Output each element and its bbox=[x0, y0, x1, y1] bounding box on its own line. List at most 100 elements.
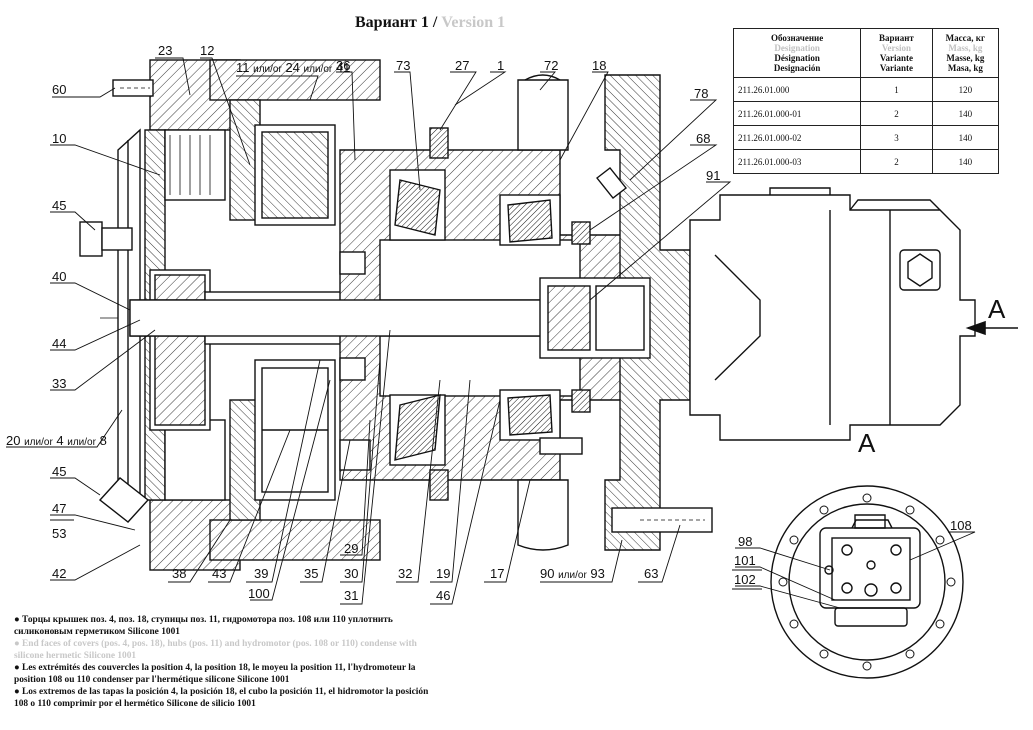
header-mass: Масса, кг Mass, kg Masse, kg Masa, kg bbox=[931, 28, 1000, 78]
note-fr: ● Les extrémités des couvercles la posit… bbox=[14, 663, 416, 685]
table-cell-mass: 140 bbox=[931, 101, 1000, 126]
header-mass-fr: Masse, kg bbox=[946, 53, 985, 63]
callout-or-3: или/or bbox=[24, 437, 53, 448]
callout-100: 100 bbox=[248, 586, 270, 601]
bolt-60 bbox=[112, 79, 154, 97]
callout-36: 36 bbox=[336, 58, 350, 73]
callout-98: 98 bbox=[738, 534, 752, 549]
callout-63: 63 bbox=[644, 566, 658, 581]
table-cell-mass: 140 bbox=[931, 125, 1000, 150]
table-cell-designation: 211.26.01.000 bbox=[732, 77, 862, 102]
callout-45-top: 45 bbox=[52, 198, 66, 213]
callout-or-4: или/or bbox=[67, 437, 96, 448]
callout-108: 108 bbox=[950, 518, 972, 533]
header-mass-en: Mass, kg bbox=[948, 43, 983, 53]
note-en: ● End faces of covers (pos. 4, pos. 18),… bbox=[14, 639, 417, 661]
table-cell-designation: 211.26.01.000-03 bbox=[732, 149, 862, 174]
table-row: 211.26.01.000-01 2 140 bbox=[732, 101, 1000, 126]
header-designation-es: Designación bbox=[773, 63, 821, 73]
callout-53: 53 bbox=[52, 526, 66, 541]
callout-90: 90 bbox=[540, 566, 554, 581]
callout-47: 47 bbox=[52, 501, 66, 516]
header-mass-ru: Масса, кг bbox=[945, 33, 986, 43]
variant-table: Обозначение Designation Désignation Desi… bbox=[732, 28, 1000, 174]
bolt-45-bottom bbox=[98, 477, 150, 523]
callout-10: 10 bbox=[52, 131, 66, 146]
callout-11: 11 bbox=[236, 60, 250, 75]
callout-or-5: или/or bbox=[558, 570, 587, 581]
table-cell-version: 1 bbox=[860, 77, 933, 102]
note-ru: ● Торцы крышек поз. 4, поз. 18, ступицы … bbox=[14, 615, 393, 637]
callout-41: 41 bbox=[336, 60, 350, 75]
table-row: 211.26.01.000 1 120 bbox=[732, 77, 1000, 102]
callout-4: 4 bbox=[56, 433, 63, 448]
callout-24: 24 bbox=[285, 60, 299, 75]
callout-or-2: или/or bbox=[304, 64, 333, 75]
header-version: Вариант Version Variante Variante bbox=[860, 28, 933, 78]
callout-18: 18 bbox=[592, 58, 606, 73]
callout-46: 46 bbox=[436, 588, 450, 603]
page-title: Вариант 1 / Version 1 bbox=[355, 14, 505, 32]
callout-27: 27 bbox=[455, 58, 469, 73]
callout-11-24-41: 11 или/or 24 или/or 41 bbox=[236, 60, 350, 75]
callout-45-bottom: 45 bbox=[52, 464, 66, 479]
header-version-en: Version bbox=[881, 43, 912, 53]
callout-91: 91 bbox=[706, 168, 720, 183]
header-designation-fr: Désignation bbox=[774, 53, 820, 63]
callout-78: 78 bbox=[694, 86, 708, 101]
view-a-arrow-label: A bbox=[988, 294, 1006, 324]
callout-39: 39 bbox=[254, 566, 268, 581]
callout-17: 17 bbox=[490, 566, 504, 581]
table-cell-version: 3 bbox=[860, 125, 933, 150]
stud-63 bbox=[611, 507, 713, 533]
callout-42: 42 bbox=[52, 566, 66, 581]
callout-43: 43 bbox=[212, 566, 226, 581]
page-title-main: Вариант 1 / bbox=[355, 14, 438, 31]
callout-33: 33 bbox=[52, 376, 66, 391]
header-version-ru: Вариант bbox=[879, 33, 914, 43]
callout-20: 20 bbox=[6, 433, 20, 448]
header-version-es: Variante bbox=[879, 63, 914, 73]
table-cell-mass: 120 bbox=[931, 77, 1000, 102]
header-designation: Обозначение Designation Désignation Desi… bbox=[732, 28, 862, 78]
header-mass-es: Masa, kg bbox=[947, 63, 983, 73]
table-cell-designation: 211.26.01.000-02 bbox=[732, 125, 862, 150]
callout-68: 68 bbox=[696, 131, 710, 146]
callout-102: 102 bbox=[734, 572, 756, 587]
table-cell-version: 2 bbox=[860, 101, 933, 126]
view-a bbox=[770, 485, 964, 679]
callout-32: 32 bbox=[398, 566, 412, 581]
callout-or-1: или/or bbox=[253, 64, 282, 75]
bolt-small-upper bbox=[596, 167, 627, 199]
callout-40: 40 bbox=[52, 269, 66, 284]
section-view bbox=[79, 59, 976, 571]
callout-12: 12 bbox=[200, 43, 214, 58]
header-designation-en: Designation bbox=[774, 43, 820, 53]
callout-19: 19 bbox=[436, 566, 450, 581]
callout-101: 101 bbox=[734, 553, 756, 568]
table-cell-designation: 211.26.01.000-01 bbox=[732, 101, 862, 126]
callout-38: 38 bbox=[172, 566, 186, 581]
note-es: ● Los extremos de las tapas la posición … bbox=[14, 687, 429, 709]
bolt-small-lower bbox=[539, 437, 583, 455]
callout-93: 93 bbox=[590, 566, 604, 581]
view-a-label: A bbox=[858, 428, 876, 458]
callout-90-93: 90 или/or 93 bbox=[540, 566, 605, 581]
callout-60: 60 bbox=[52, 82, 66, 97]
bolt-45-top bbox=[79, 221, 133, 257]
callout-8: 8 bbox=[100, 433, 107, 448]
callout-labels: 60 23 12 11 или/or 24 или/or 41 36 73 27… bbox=[6, 43, 972, 603]
table-cell-mass: 140 bbox=[931, 149, 1000, 174]
callout-72: 72 bbox=[544, 58, 558, 73]
callout-20-4-8: 20 или/or 4 или/or 8 bbox=[6, 433, 107, 448]
callout-44: 44 bbox=[52, 336, 66, 351]
callout-1: 1 bbox=[497, 58, 504, 73]
callout-35: 35 bbox=[304, 566, 318, 581]
header-designation-ru: Обозначение bbox=[770, 33, 824, 43]
leader-lines bbox=[6, 57, 976, 609]
variant-table-header: Обозначение Designation Désignation Desi… bbox=[732, 28, 1000, 78]
table-row: 211.26.01.000-02 3 140 bbox=[732, 125, 1000, 150]
callout-29: 29 bbox=[344, 541, 358, 556]
header-version-fr: Variante bbox=[879, 53, 914, 63]
callout-30: 30 bbox=[344, 566, 358, 581]
